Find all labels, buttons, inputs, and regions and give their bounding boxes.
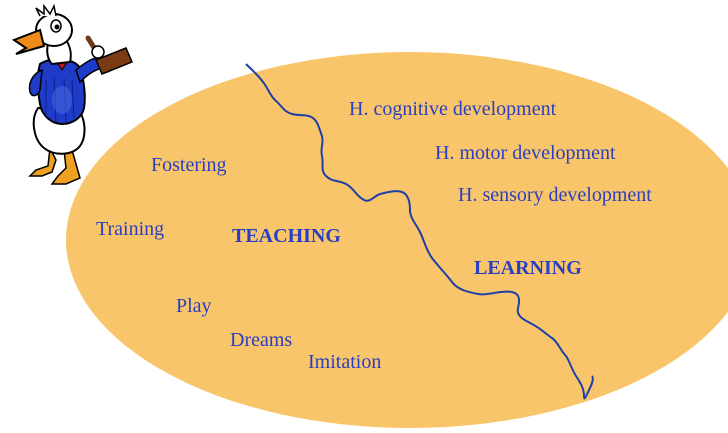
domain-ellipse [66,52,728,428]
label-play: Play [176,295,212,317]
label-motor-development: H. motor development [435,142,616,164]
label-cognitive-development: H. cognitive development [349,98,557,120]
label-imitation: Imitation [308,351,382,373]
label-training: Training [96,218,165,240]
label-fostering: Fostering [151,154,227,176]
region-label-learning: LEARNING [474,257,582,279]
label-sensory-development: H. sensory development [458,184,652,206]
region-label-teaching: TEACHING [232,225,341,247]
label-dreams: Dreams [230,329,293,351]
dividing-river [245,63,594,400]
duck-with-hammer-icon [11,3,133,185]
